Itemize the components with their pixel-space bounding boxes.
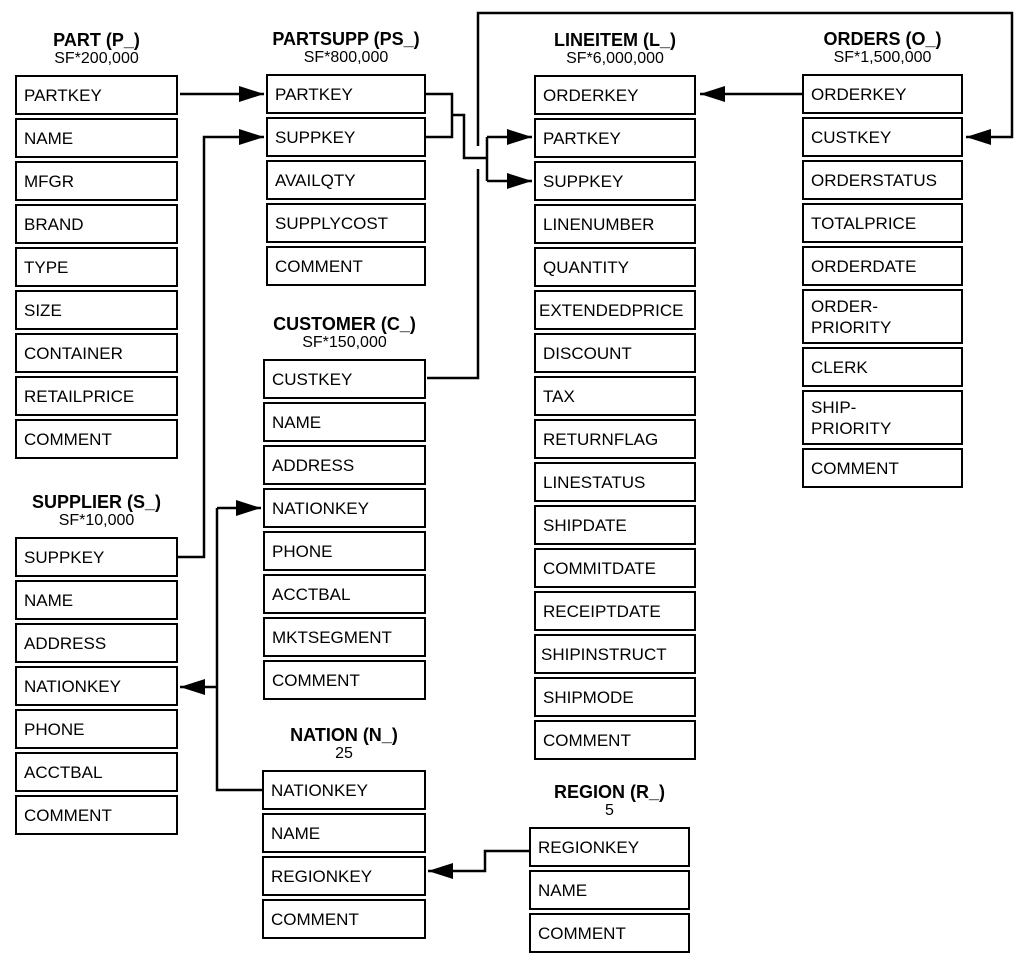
field-row: TYPE (15, 247, 178, 287)
field-list: SUPPKEY NAME ADDRESS NATIONKEY PHONE ACC… (15, 537, 178, 835)
field-row: COMMENT (263, 660, 426, 700)
partsupp-bus-segments (426, 92, 489, 181)
field-row: RETURNFLAG (534, 419, 696, 459)
table-orders: ORDERS (O_) SF*1,500,000 ORDERKEY CUSTKE… (802, 29, 963, 491)
table-cardinality: SF*200,000 (54, 50, 139, 67)
field-list: ORDERKEY PARTKEY SUPPKEY LINENUMBER QUAN… (534, 75, 696, 760)
table-cardinality: SF*150,000 (302, 334, 387, 351)
table-supplier: SUPPLIER (S_) SF*10,000 SUPPKEY NAME ADD… (15, 492, 178, 838)
field-row: SUPPKEY (534, 161, 696, 201)
field-row: NAME (529, 870, 690, 910)
field-row: PARTKEY (534, 118, 696, 158)
field-row: EXTENDEDPRICE (534, 290, 696, 330)
table-title: CUSTOMER (C_) (273, 314, 416, 334)
field-list: PARTKEY SUPPKEY AVAILQTY SUPPLYCOST COMM… (266, 74, 426, 286)
field-row: CUSTKEY (802, 117, 963, 157)
field-row: AVAILQTY (266, 160, 426, 200)
field-row: CONTAINER (15, 333, 178, 373)
field-row: MFGR (15, 161, 178, 201)
field-row: COMMENT (15, 795, 178, 835)
table-cardinality: SF*10,000 (58, 512, 135, 529)
field-row: SUPPLYCOST (266, 203, 426, 243)
arrow-region-to-nation-regionkey (428, 849, 529, 880)
field-row: COMMENT (534, 720, 696, 760)
field-row: COMMITDATE (534, 548, 696, 588)
field-row: NATIONKEY (15, 666, 178, 706)
field-row: ORDERKEY (802, 74, 963, 114)
field-row: NAME (262, 813, 426, 853)
field-row: COMMENT (802, 448, 963, 488)
field-row: REGIONKEY (262, 856, 426, 896)
field-row: RETAILPRICE (15, 376, 178, 416)
field-row: SIZE (15, 290, 178, 330)
table-lineitem: LINEITEM (L_) SF*6,000,000 ORDERKEY PART… (534, 30, 696, 763)
field-row: PHONE (263, 531, 426, 571)
table-partsupp: PARTSUPP (PS_) SF*800,000 PARTKEY SUPPKE… (266, 29, 426, 289)
field-list: REGIONKEY NAME COMMENT (529, 827, 690, 953)
table-title: REGION (R_) (553, 782, 665, 802)
field-row: ADDRESS (263, 445, 426, 485)
table-cardinality: 5 (605, 802, 614, 819)
table-cardinality: SF*1,500,000 (833, 49, 932, 66)
field-row: QUANTITY (534, 247, 696, 287)
table-cardinality: SF*800,000 (303, 49, 389, 66)
table-customer: CUSTOMER (C_) SF*150,000 CUSTKEY NAME AD… (263, 314, 426, 703)
field-row: RECEIPTDATE (534, 591, 696, 631)
field-row: SHIPDATE (534, 505, 696, 545)
field-row: LINESTATUS (534, 462, 696, 502)
field-row: ORDER- PRIORITY (802, 289, 963, 344)
field-row: ACCTBAL (263, 574, 426, 614)
field-list: CUSTKEY NAME ADDRESS NATIONKEY PHONE ACC… (263, 359, 426, 700)
field-row: SUPPKEY (266, 117, 426, 157)
field-row: TOTALPRICE (802, 203, 963, 243)
table-region: REGION (R_) 5 REGIONKEY NAME COMMENT (529, 782, 690, 956)
field-list: NATIONKEY NAME REGIONKEY COMMENT (262, 770, 426, 939)
table-cardinality: 25 (335, 745, 353, 762)
field-row: DISCOUNT (534, 333, 696, 373)
field-row: REGIONKEY (529, 827, 690, 867)
field-row: COMMENT (529, 913, 690, 953)
field-row: NAME (15, 580, 178, 620)
field-row: SUPPKEY (15, 537, 178, 577)
field-row: COMMENT (262, 899, 426, 939)
field-row: COMMENT (266, 246, 426, 286)
field-row: TAX (534, 376, 696, 416)
field-row: NATIONKEY (263, 488, 426, 528)
field-row: PARTKEY (266, 74, 426, 114)
table-title: PARTSUPP (PS_) (272, 29, 420, 49)
table-title: PART (P_) (53, 30, 140, 50)
field-row: COMMENT (15, 419, 178, 459)
field-row: ADDRESS (15, 623, 178, 663)
table-nation: NATION (N_) 25 NATIONKEY NAME REGIONKEY … (262, 725, 426, 942)
field-row: PHONE (15, 709, 178, 749)
field-row: SHIPMODE (534, 677, 696, 717)
field-row: SHIPINSTRUCT (534, 634, 696, 674)
customer-custkey-riser-lower (427, 169, 480, 380)
field-row: NAME (263, 402, 426, 442)
table-part: PART (P_) SF*200,000 PARTKEY NAME MFGR B… (15, 30, 178, 462)
arrow-supplier-suppkey-to-partsupp (178, 128, 264, 559)
table-title: NATION (N_) (290, 725, 398, 745)
field-row: ORDERKEY (534, 75, 696, 115)
table-title: ORDERS (O_) (823, 29, 942, 49)
table-title: SUPPLIER (S_) (31, 492, 162, 512)
field-row: BRAND (15, 204, 178, 244)
nation-nationkey-bus (215, 508, 262, 792)
field-row: CUSTKEY (263, 359, 426, 399)
field-list: ORDERKEY CUSTKEY ORDERSTATUS TOTALPRICE … (802, 74, 963, 488)
field-row: NATIONKEY (262, 770, 426, 810)
field-row: ACCTBAL (15, 752, 178, 792)
field-row: CLERK (802, 347, 963, 387)
field-row: ORDERSTATUS (802, 160, 963, 200)
table-title: LINEITEM (L_) (554, 30, 676, 50)
field-row: NAME (15, 118, 178, 158)
field-row: SHIP- PRIORITY (802, 390, 963, 445)
field-row: LINENUMBER (534, 204, 696, 244)
field-row: PARTKEY (15, 75, 178, 115)
field-list: PARTKEY NAME MFGR BRAND TYPE SIZE CONTAI… (15, 75, 178, 459)
table-cardinality: SF*6,000,000 (566, 50, 664, 67)
field-row: ORDERDATE (802, 246, 963, 286)
field-row: MKTSEGMENT (263, 617, 426, 657)
